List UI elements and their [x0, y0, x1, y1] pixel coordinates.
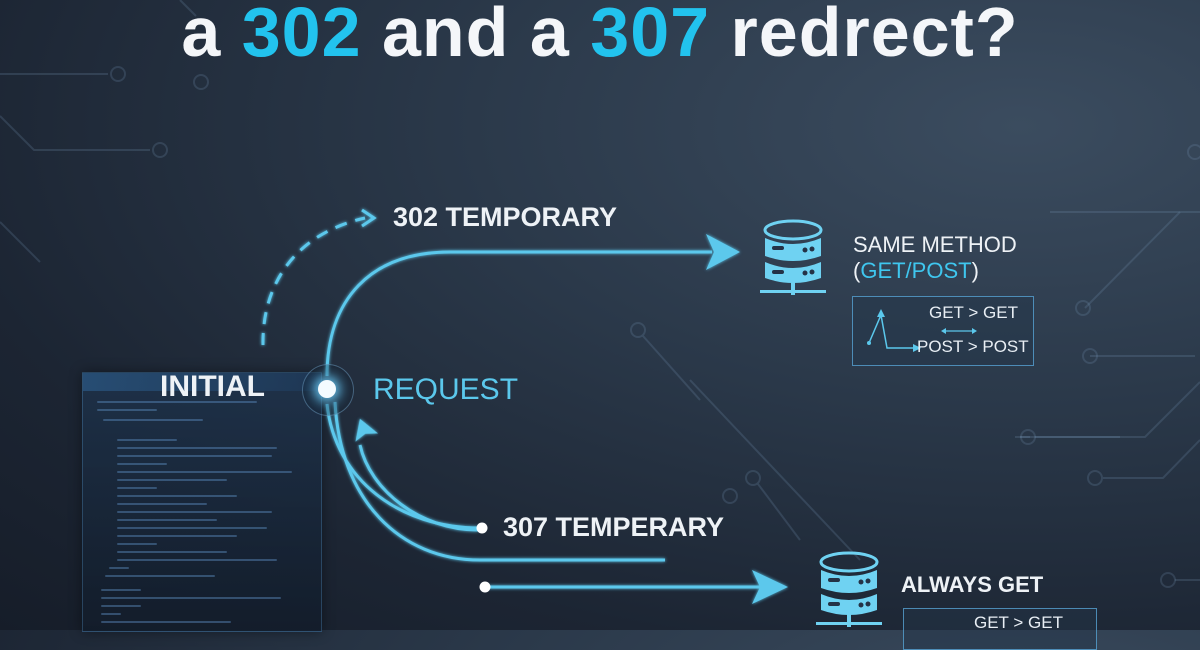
- circuit-trace: [689, 379, 861, 561]
- request-node: [318, 380, 336, 398]
- server-database-icon: [816, 551, 882, 627]
- code-line: [101, 613, 121, 615]
- circuit-node: [152, 142, 168, 158]
- request-label: REQUEST: [373, 373, 519, 406]
- method-mapping-box-307: GET > GET: [903, 608, 1097, 650]
- initial-label: INITIAL: [160, 370, 265, 403]
- title-middle: and a: [361, 0, 591, 71]
- code-line: [103, 419, 203, 421]
- circuit-node: [1082, 348, 1098, 364]
- page-title: a 302 and a 307 redrect?: [0, 0, 1200, 72]
- code-line: [117, 551, 227, 553]
- circuit-node: [1075, 300, 1091, 316]
- dashed-302-arrow: [261, 216, 366, 346]
- code-line: [105, 575, 215, 577]
- mapping-get: GET > GET: [929, 303, 1018, 322]
- circuit-node: [110, 66, 126, 82]
- code-line: [117, 487, 157, 489]
- bidirectional-arrow-icon: [941, 328, 977, 334]
- redirect-path-icon: [867, 309, 921, 352]
- code-line: [117, 455, 272, 457]
- curve-307-lower: [333, 401, 665, 562]
- dashed-302-arrowhead: [361, 208, 377, 228]
- code-line: [117, 535, 237, 537]
- same-method-heading: SAME METHOD: [853, 232, 1017, 257]
- method-mapping-box-302: GET > GET POST > POST: [852, 296, 1034, 366]
- code-line: [97, 401, 257, 403]
- title-suffix: redrect?: [710, 0, 1019, 71]
- circuit-node: [1020, 429, 1036, 445]
- title-code-307: 307: [590, 0, 711, 71]
- code-line: [117, 511, 272, 513]
- code-line: [101, 605, 141, 607]
- title-prefix: a: [181, 0, 242, 71]
- code-line: [101, 589, 141, 591]
- return-arrowhead: [355, 418, 379, 442]
- paren-open: (: [853, 258, 861, 283]
- same-method-subheading: (GET/POST): [853, 258, 979, 284]
- code-line: [117, 559, 277, 561]
- circuit-trace: [179, 0, 197, 17]
- code-line: [109, 567, 129, 569]
- title-code-302: 302: [241, 0, 362, 71]
- code-line: [117, 439, 177, 441]
- code-line: [97, 409, 157, 411]
- code-line: [117, 447, 277, 449]
- code-panel-header: [83, 373, 321, 391]
- curve-307-upper: [325, 403, 481, 530]
- return-arrow: [358, 444, 479, 532]
- code-line: [101, 597, 281, 599]
- code-line: [101, 621, 231, 623]
- flow-arrows: [261, 208, 788, 604]
- mapping-get: GET > GET: [974, 613, 1063, 632]
- branch-307-dot: [476, 522, 488, 534]
- circuit-node: [193, 74, 209, 90]
- circuit-node: [630, 322, 646, 338]
- circuit-node: [1160, 572, 1176, 588]
- code-line: [117, 519, 217, 521]
- code-line: [117, 495, 237, 497]
- code-line: [117, 463, 167, 465]
- code-line: [117, 471, 292, 473]
- code-line: [117, 479, 227, 481]
- branch-307-label: 307 TEMPERARY: [503, 512, 725, 542]
- solid-302-arrowhead: [706, 234, 740, 270]
- bottom-307-arrowhead: [752, 570, 788, 604]
- branch-302-label: 302 TEMPORARY: [393, 202, 618, 232]
- circuit-trace: [757, 483, 801, 541]
- circuit-node: [722, 488, 738, 504]
- circuit-trace: [0, 115, 150, 151]
- solid-302-arrow: [325, 250, 712, 377]
- circuit-trace: [0, 221, 41, 263]
- circuit-trace: [642, 335, 701, 401]
- circuit-trace: [1080, 381, 1200, 438]
- circuit-background: [0, 0, 1200, 588]
- code-line: [117, 543, 157, 545]
- circuit-trace: [1084, 211, 1181, 309]
- bottom-307-dot: [479, 581, 491, 593]
- circuit-node: [745, 470, 761, 486]
- methods-highlight: GET/POST: [860, 258, 972, 283]
- always-get-heading: ALWAYS GET: [901, 572, 1044, 597]
- code-line: [117, 527, 267, 529]
- circuit-node: [1087, 470, 1103, 486]
- mapping-post: POST > POST: [917, 337, 1029, 356]
- circuit-trace: [1103, 439, 1200, 479]
- code-line: [117, 503, 207, 505]
- server-database-icon: [760, 219, 826, 295]
- paren-close: ): [971, 258, 979, 283]
- circuit-node: [1187, 144, 1200, 160]
